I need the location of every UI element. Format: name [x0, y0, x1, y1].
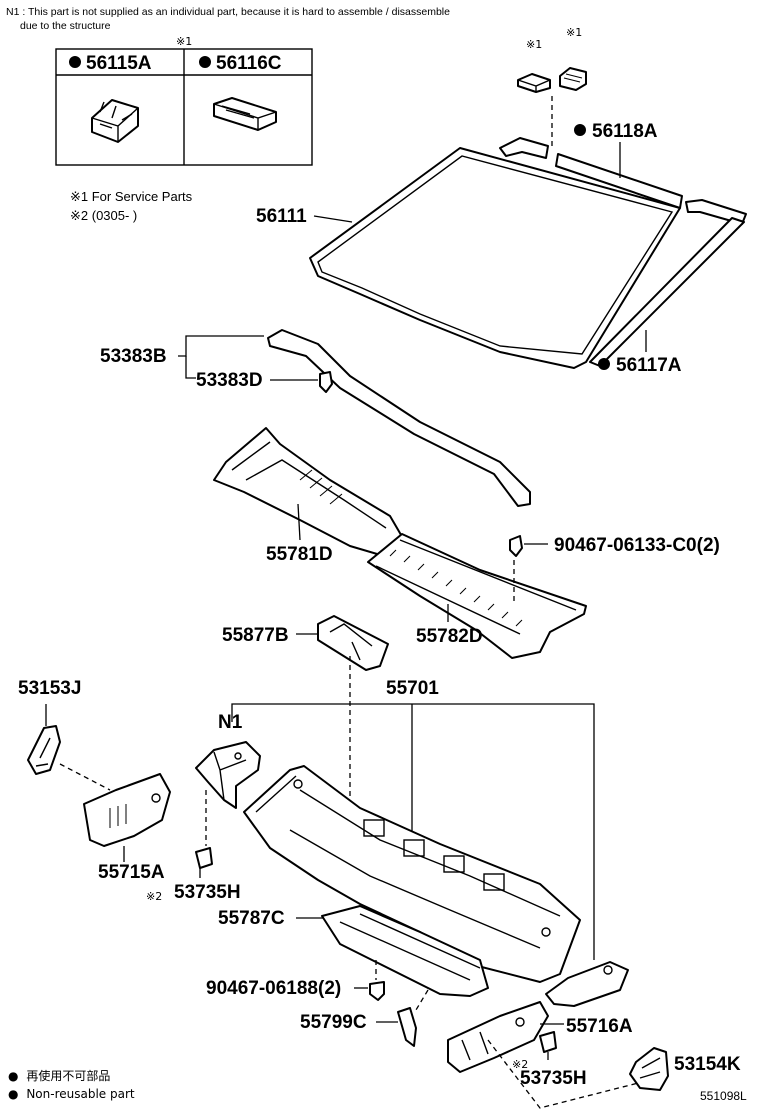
diagram-code: 551098L [700, 1089, 747, 1103]
clip-56115A-icon [91, 99, 139, 143]
clip-small-b-icon [559, 67, 587, 91]
part-56111[interactable]: 56111 [256, 206, 307, 227]
nonreusable-dot-icon [69, 56, 81, 68]
nonreusable-dot-icon [574, 124, 586, 136]
clip-53735H-left-icon [195, 847, 213, 869]
part-53383B[interactable]: 53383B [100, 346, 167, 367]
bracket-53154K [629, 1047, 669, 1091]
part-90467-06133[interactable]: 90467-06133-C0(2) [554, 535, 720, 556]
bracket-N1 [195, 741, 261, 809]
panel-55787C [321, 905, 489, 997]
part-53735H-left[interactable]: 53735H [174, 882, 241, 903]
part-53383D[interactable]: 53383D [196, 370, 263, 391]
part-56118A[interactable]: 56118A [592, 121, 658, 142]
clip-90467-06188-icon [369, 981, 385, 1001]
screw-90467-06133-icon [509, 535, 523, 557]
part-53153J[interactable]: 53153J [18, 678, 81, 699]
bracket-55877B [317, 615, 389, 671]
service-note-2: ※2 (0305- ) [70, 208, 137, 223]
header-note-line1: N1 : This part is not supplied as an ind… [6, 6, 450, 18]
mark1-a: ※1 [526, 38, 542, 51]
clip-53735H-right-icon [539, 1031, 557, 1053]
legend-en-text: Non-reusable part [26, 1087, 135, 1101]
part-55787C[interactable]: 55787C [218, 908, 285, 929]
service-note-1: ※1 For Service Parts [70, 189, 193, 204]
part-55799C-icon [397, 1007, 417, 1047]
clip-small-a-icon [517, 73, 551, 93]
nonreusable-dot-icon [199, 56, 211, 68]
windshield-glass [309, 147, 681, 369]
legend-jp: ● 再使用不可部品 [8, 1068, 110, 1083]
legend-dot-icon: ● [8, 1087, 18, 1101]
part-55799C[interactable]: 55799C [300, 1012, 367, 1033]
legend-dot-icon: ● [8, 1069, 18, 1083]
part-55877B[interactable]: 55877B [222, 625, 289, 646]
part-55716A[interactable]: 55716A [566, 1016, 633, 1037]
brace-55715A [83, 773, 171, 847]
part-56116C[interactable]: 56116C [216, 53, 282, 74]
mark2-right: ※2 [512, 1058, 528, 1071]
part-55715A[interactable]: 55715A [98, 862, 165, 883]
part-53735H-right[interactable]: 53735H [520, 1068, 587, 1089]
clip-56116C-icon [213, 97, 277, 131]
part-55782D[interactable]: 55782D [416, 626, 483, 647]
cowl-louver-lh [213, 427, 405, 557]
bracket-53153J [27, 725, 61, 775]
part-53154K[interactable]: 53154K [674, 1054, 741, 1075]
part-N1[interactable]: N1 [218, 712, 243, 733]
part-56117A[interactable]: 56117A [616, 355, 682, 376]
legend-en: ● Non-reusable part [8, 1087, 135, 1101]
clip-53383D-icon [319, 371, 333, 393]
mark1-b: ※1 [566, 26, 582, 39]
part-56115A[interactable]: 56115A [86, 53, 152, 74]
legend-jp-text: 再使用不可部品 [26, 1068, 110, 1083]
cowl-weatherstrip [267, 329, 531, 507]
part-55781D[interactable]: 55781D [266, 544, 333, 565]
nonreusable-dot-icon [598, 358, 610, 370]
inset-box: ※1 56115A 56116C [55, 35, 313, 166]
bracket-right-upper [545, 961, 629, 1007]
cowl-louver-rh [367, 533, 587, 659]
part-90467-06188[interactable]: 90467-06188(2) [206, 978, 341, 999]
brace-55716A [447, 1001, 549, 1073]
inset-mark: ※1 [176, 35, 192, 48]
part-55701[interactable]: 55701 [386, 678, 439, 699]
header-note-line2: due to the structure [20, 20, 111, 32]
cowl-panel-55701 [243, 765, 581, 983]
mark2-left: ※2 [146, 890, 162, 903]
